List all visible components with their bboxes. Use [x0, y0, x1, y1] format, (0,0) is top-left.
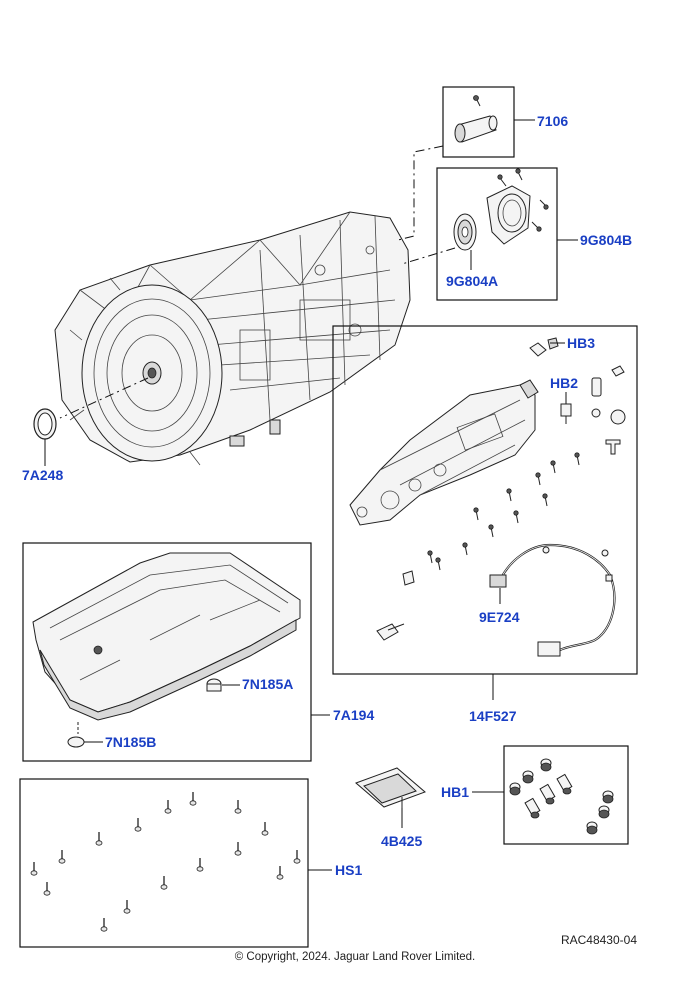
box-hb1: [503, 745, 629, 845]
label-9g804b: 9G804B: [580, 232, 632, 248]
label-4b425: 4B425: [381, 833, 422, 849]
part-9g804a-seal: [453, 213, 477, 251]
box-9g804b: [436, 167, 558, 301]
hs1-bolt: [293, 850, 301, 864]
hs1-bolt: [276, 866, 284, 880]
transmission-illustration: [54, 211, 411, 466]
hs1-bolt: [43, 882, 51, 896]
hs1-bolt: [189, 792, 197, 806]
part-7n185b-plug: [67, 722, 85, 748]
part-hb2-sensor: [560, 365, 626, 455]
part-7n185a-plug: [206, 678, 222, 692]
hs1-bolt: [234, 842, 242, 856]
label-7n185a: 7N185A: [242, 676, 293, 692]
part-hb3-clip: [529, 337, 559, 357]
box-14f527: [332, 325, 638, 675]
oil-pan-illustration: [32, 552, 301, 721]
hs1-bolt: [95, 832, 103, 846]
hs1-bolt: [261, 822, 269, 836]
part-4b425-pack: [355, 767, 426, 808]
hs1-bolt: [30, 862, 38, 876]
label-9e724: 9E724: [479, 609, 520, 625]
label-hb2: HB2: [550, 375, 578, 391]
label-7106: 7106: [537, 113, 568, 129]
drawing-reference: RAC48430-04: [561, 933, 637, 947]
part-9g804b-bracket: [486, 168, 549, 245]
box-7106: [442, 86, 515, 158]
seal-7a248: [33, 408, 57, 440]
box-7a194: [22, 542, 312, 762]
part-9e724-harness: [489, 543, 616, 657]
part-7106-plug: [454, 95, 498, 143]
part-hb1-mounts: [509, 758, 614, 835]
hs1-bolt: [196, 858, 204, 872]
label-7a248: 7A248: [22, 467, 63, 483]
valve-body-bolts: [376, 452, 580, 641]
connector-line: [59, 377, 149, 419]
copyright-notice: © Copyright, 2024. Jaguar Land Rover Lim…: [235, 951, 476, 963]
valve-body-illustration: [349, 379, 539, 526]
hs1-bolt: [134, 818, 142, 832]
label-7n185b: 7N185B: [105, 734, 156, 750]
label-hb3: HB3: [567, 335, 595, 351]
hs1-bolt: [164, 800, 172, 814]
label-hb1: HB1: [441, 784, 469, 800]
hs1-bolt: [123, 900, 131, 914]
label-9g804a: 9G804A: [446, 273, 498, 289]
label-14f527: 14F527: [469, 708, 517, 724]
label-hs1: HS1: [335, 862, 362, 878]
label-7a194: 7A194: [333, 707, 374, 723]
box-hs1: [19, 778, 309, 948]
hs1-bolt: [160, 876, 168, 890]
connector-line: [401, 247, 456, 265]
part-hs1-bolts: [30, 792, 301, 932]
hs1-bolt: [234, 800, 242, 814]
hs1-bolt: [58, 850, 66, 864]
hs1-bolt: [100, 918, 108, 932]
connector-line: [397, 145, 444, 241]
